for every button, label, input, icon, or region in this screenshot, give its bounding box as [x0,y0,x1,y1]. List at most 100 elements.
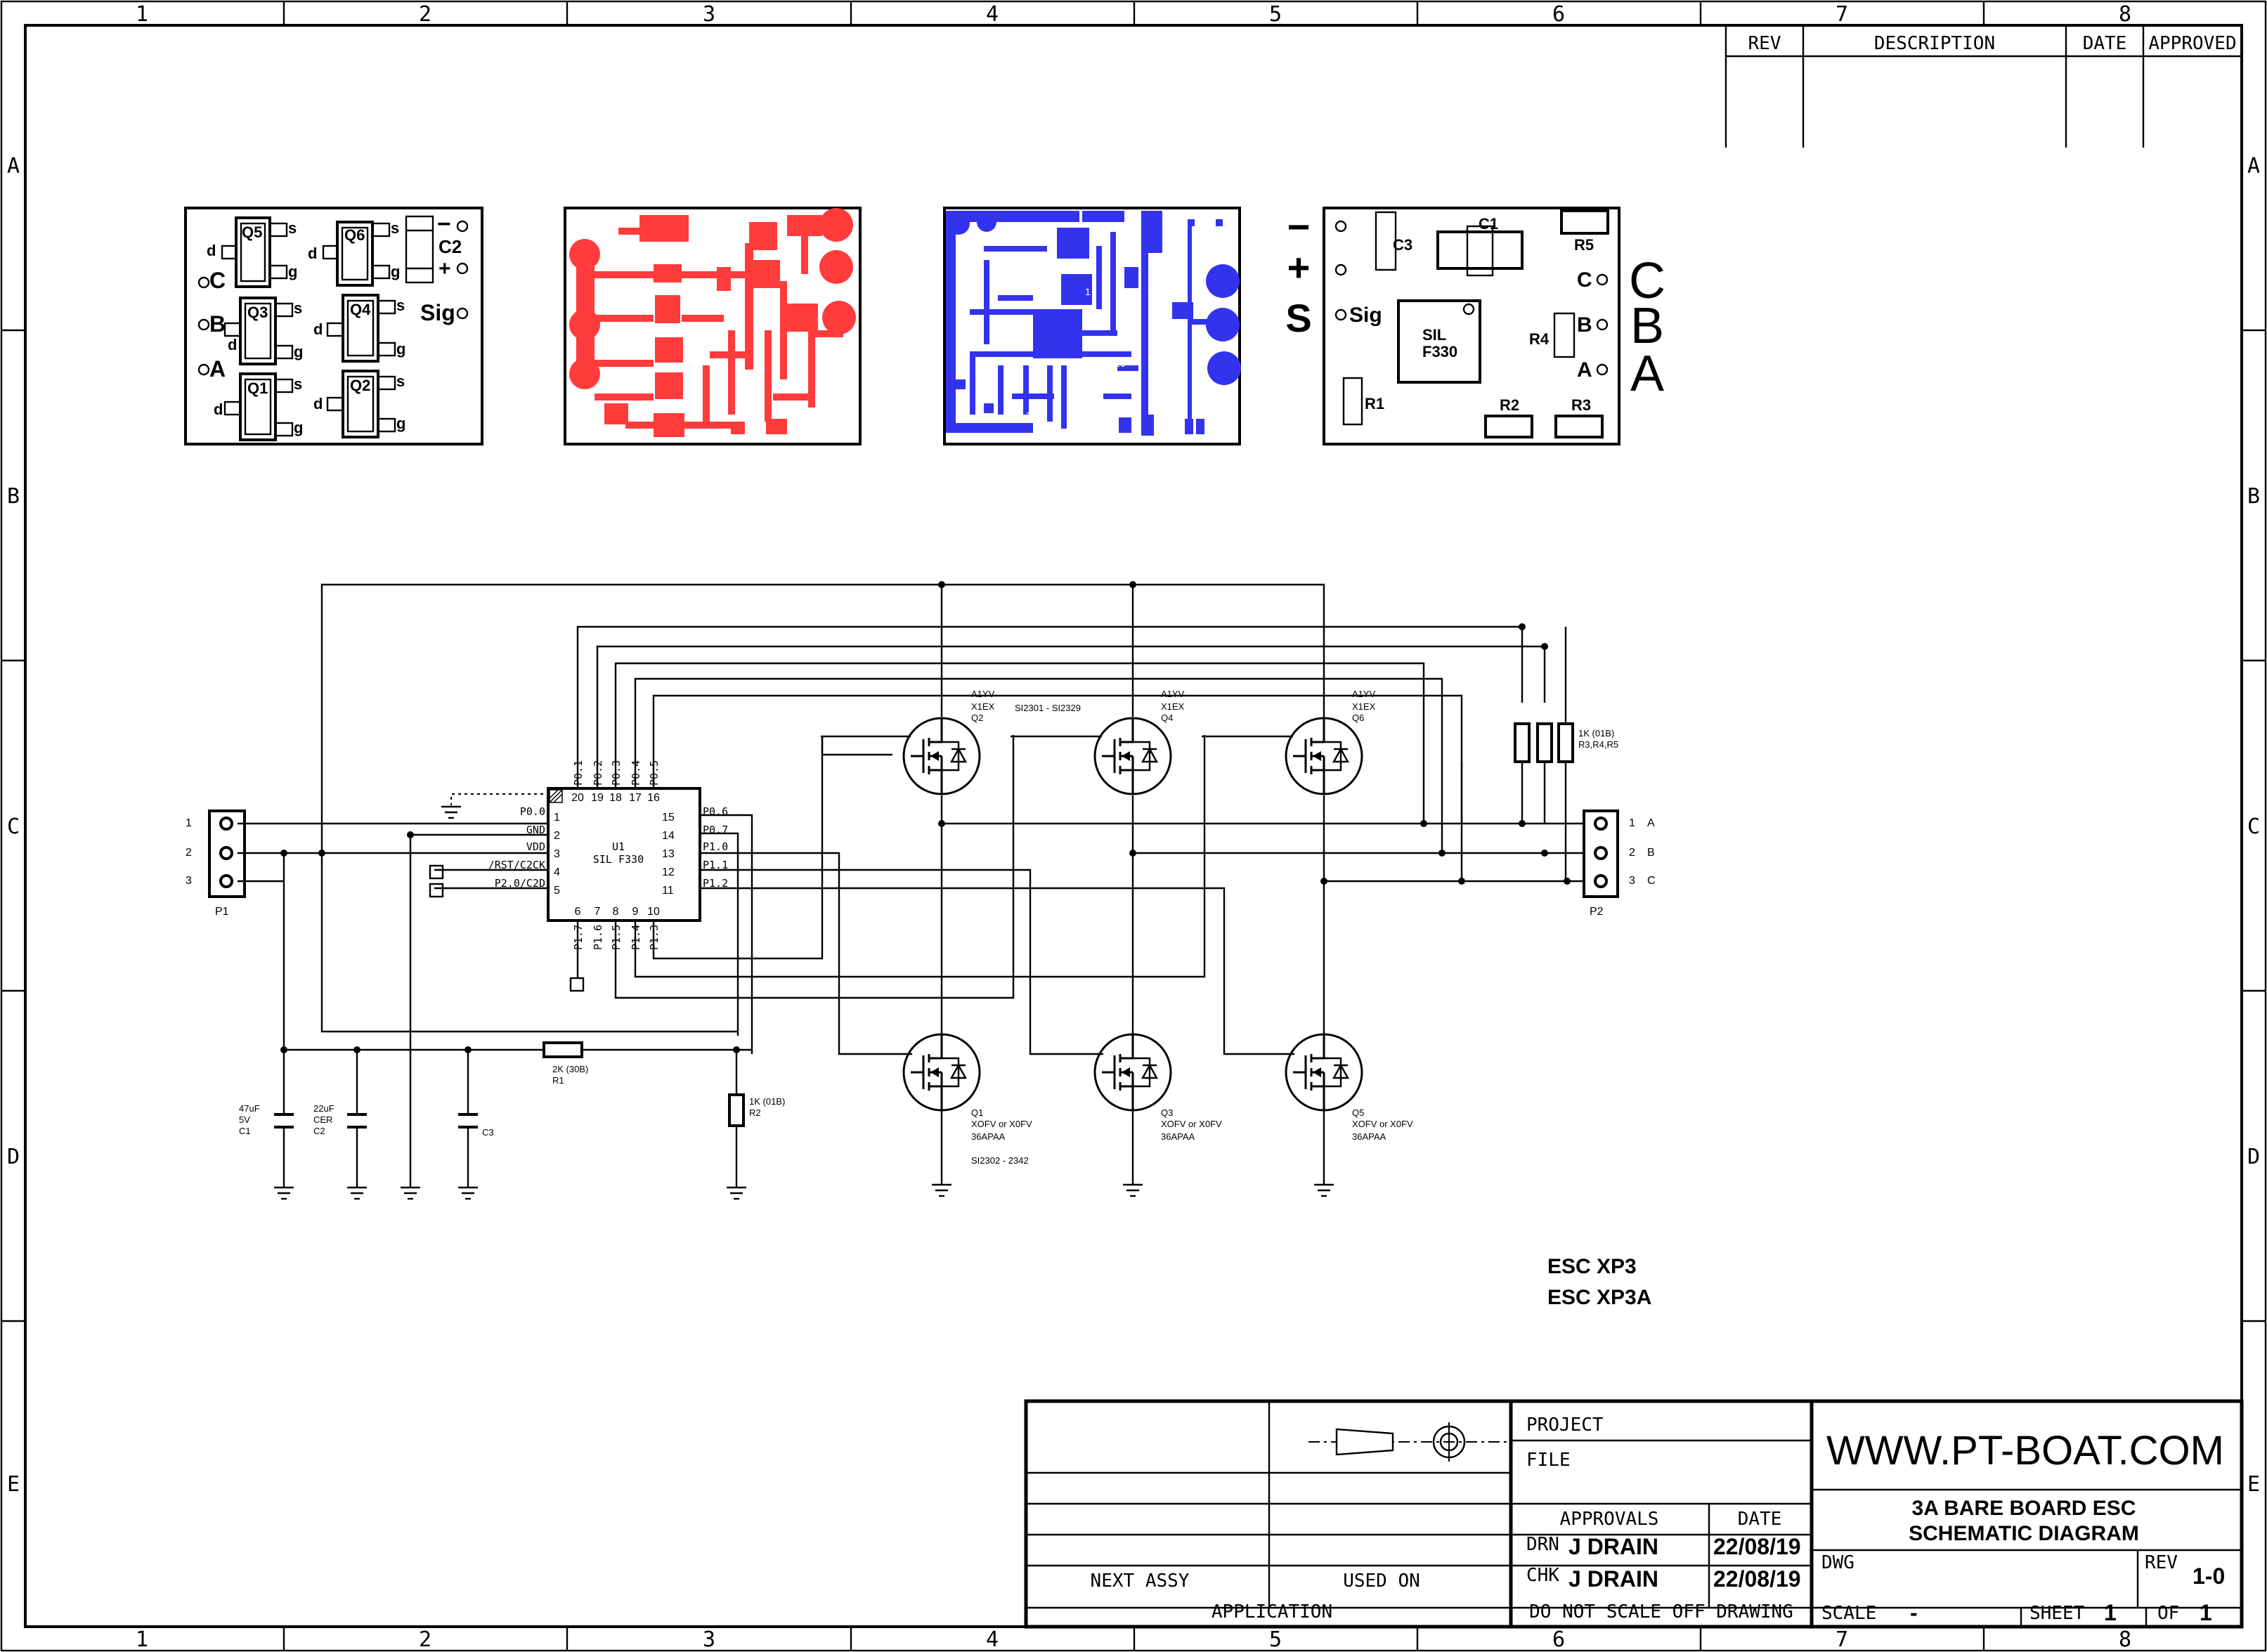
microcontroller-u1 [429,787,701,992]
resistor-ref: R1 [552,1075,564,1086]
of-value: 1 [2200,1600,2212,1625]
fet-label: Q2 [971,713,983,723]
silk-label: C2 [439,236,462,257]
border-row-label: C [7,814,20,839]
silk-label: Q1 [247,379,268,397]
chk-label: CHK [1526,1565,1559,1586]
ground-symbols [274,805,1334,1200]
side-label: − [1287,204,1311,249]
ic-pin-number: 1 [1085,286,1091,297]
border-col-label: 1 [136,1627,148,1652]
border-col-label: 1 [136,2,148,27]
application-label: APPLICATION [1212,1601,1332,1622]
capacitor-label: 5V [239,1114,250,1125]
u1-pin-number: 1 [554,812,560,824]
u1-pin-number: 4 [554,866,560,878]
fet-label: XOFV or X0FV [1352,1119,1413,1129]
u1-pin-number: 7 [595,906,601,918]
silk-label: Q2 [350,377,370,394]
mosfet-q1 [902,1033,981,1112]
checked-date: 22/08/19 [1713,1566,1801,1592]
p1-ref-label: P1 [215,906,229,918]
u1-pin-number: 15 [662,812,675,824]
silk-label: R3 [1571,396,1591,414]
border-row-label: B [2247,484,2260,509]
resistor-value: 1K (01B) [749,1096,785,1107]
border-col-label: 5 [1269,1627,1282,1652]
capacitors [274,1113,478,1129]
model-line: ESC XP3A [1547,1286,1651,1309]
u1-net-label: P0.5 [648,760,661,786]
fet-label: Q3 [1161,1107,1173,1118]
ground-symbol [274,1186,294,1200]
rev-value: 1-0 [2193,1563,2225,1589]
pcb-bottom-silk-view: − + S C1 C3 R5 R4 R1 R2 R3 SIL F330 Sig [1285,204,1665,445]
dwg-label: DWG [1821,1552,1854,1573]
p1-pin-label: 3 [186,875,192,887]
mosfet-footprint-q1 [223,372,294,441]
p2-pin-name: C [1647,875,1656,887]
u1-pin-number: 10 [647,906,660,918]
u1-net-label: P1.7 [572,925,585,950]
ground-symbol [441,805,461,819]
ground-symbol [932,1183,951,1197]
u1-pin-number: 12 [662,866,675,878]
border-col-label: 2 [419,1627,431,1652]
u1-pin-number: 18 [609,792,622,804]
silk-label: Q5 [242,223,262,241]
drawn-by-name: J DRAIN [1568,1534,1658,1559]
fet-label: XOFV or X0FV [1161,1119,1222,1129]
mosfet-q6 [1285,717,1363,795]
date-header: DATE [2083,33,2127,54]
website: WWW.PT-BOAT.COM [1826,1428,2224,1474]
file-label: FILE [1526,1450,1571,1471]
border-row-label: D [2247,1145,2260,1169]
p2-ref-label: P2 [1590,906,1604,918]
scale-label: SCALE [1821,1603,1876,1624]
p2-pin-name: B [1647,847,1655,859]
connector-p1 [208,809,246,898]
resistor-r2 [728,1093,745,1127]
drawing-title-line: SCHEMATIC DIAGRAM [1909,1522,2139,1545]
u1-net-label: P0.2 [592,760,604,786]
u1-pin-number: 20 [571,792,584,804]
phase-label: B [1630,298,1664,354]
border-column-labels: 1 2 3 4 5 6 7 8 1 2 3 4 5 6 7 8 [136,2,2131,1652]
capacitor-c2 [347,1113,367,1129]
border-row-label: E [2247,1472,2260,1497]
approvals-date-label: DATE [1738,1509,1782,1530]
next-assy-label: NEXT ASSY [1091,1570,1190,1592]
model-line: ESC XP3 [1547,1255,1637,1278]
silk-label: B [1577,313,1592,337]
border-col-label: 5 [1269,2,1282,27]
border-row-label: A [7,154,20,178]
u1-pin-number: 9 [632,906,639,918]
u1-pin-number: 6 [575,906,581,918]
junction-dots [280,581,1571,1053]
mosfet-q5 [1285,1033,1363,1112]
silk-label: s [396,372,405,390]
u1-pin-number: 17 [629,792,642,804]
rev-header: REV [1748,33,1781,54]
silk-label: + [439,257,451,280]
silk-label: s [391,219,399,237]
do-not-scale-note: DO NOT SCALE OFF DRAWING [1529,1601,1793,1622]
mosfet-q4 [1093,717,1172,795]
ground-symbol [347,1186,367,1200]
capacitor-c3 [458,1113,478,1129]
phase-label: C [1629,253,1665,309]
capacitor-label: C3 [482,1127,494,1138]
fet-label: Q6 [1352,713,1364,723]
fet-label: XOFV or X0FV [971,1119,1032,1129]
u1-pin-number: 2 [554,830,560,842]
silk-label: s [294,375,302,393]
silk-label: g [288,263,297,280]
border-col-label: 4 [986,2,999,27]
ic-pin-number: 6 [996,325,1002,337]
u1-pin-number: 5 [554,885,560,897]
border-col-label: 8 [2119,1627,2131,1652]
sheet-label: SHEET [2029,1603,2085,1624]
u1-net-label: P0.1 [572,760,585,786]
silk-label: A [1577,358,1592,382]
phase-label: A [1630,346,1664,402]
